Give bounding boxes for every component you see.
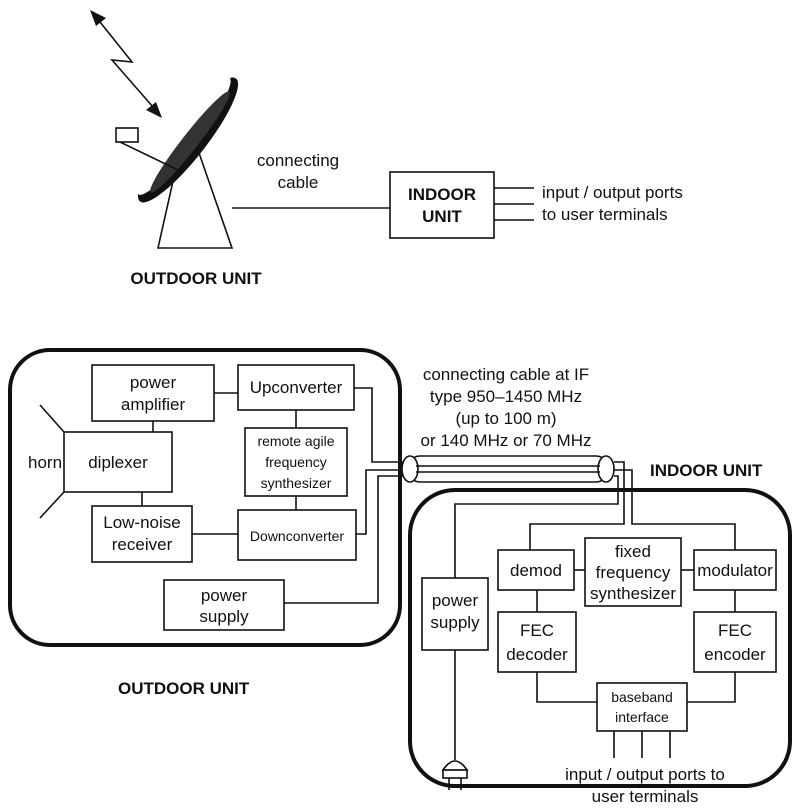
demod-label: demod: [510, 561, 562, 580]
downconverter-label: Downconverter: [250, 528, 344, 544]
cable-label-4: or 140 MHz or 70 MHz: [421, 431, 592, 450]
fec-encoder-label-2: encoder: [704, 645, 766, 664]
indoor-power-label-1: power: [432, 591, 479, 610]
horn-icon: [39, 404, 65, 519]
lna-label-2: receiver: [112, 535, 173, 554]
top-ports-label-2: to user terminals: [542, 205, 668, 224]
low-noise-receiver-box: [91, 505, 193, 563]
baseband-label-2: interface: [615, 709, 669, 725]
remote-synth-label-3: synthesizer: [261, 475, 332, 491]
upconverter-box: [237, 364, 355, 411]
top-indoor-label-1: INDOOR: [408, 185, 476, 204]
fec-encoder-label-1: FEC: [718, 621, 752, 640]
indoor-ports-label-2: user terminals: [592, 787, 699, 806]
outdoor-unit-top-label: OUTDOOR UNIT: [130, 269, 262, 288]
top-ports-label-1: input / output ports: [542, 183, 683, 202]
outdoor-power-supply-box: [163, 579, 285, 631]
diplexer-label: diplexer: [88, 453, 148, 472]
if-cable: [401, 455, 615, 483]
outdoor-power-label-2: supply: [199, 607, 249, 626]
demod-box: [497, 549, 575, 591]
power-amplifier-label-2: amplifier: [121, 395, 186, 414]
power-amplifier-label-1: power: [130, 373, 177, 392]
outdoor-unit-title: OUTDOOR UNIT: [118, 679, 250, 698]
outdoor-unit-frame: [8, 348, 402, 647]
indoor-power-label-2: supply: [430, 613, 480, 632]
diplexer-box: [63, 431, 173, 493]
top-cable-label-2: cable: [278, 173, 319, 192]
cable-label-1: connecting cable at IF: [423, 365, 589, 384]
fixed-synth-label-1: fixed: [615, 542, 651, 561]
lna-label-1: Low-noise: [103, 513, 181, 532]
top-indoor-unit-box: [389, 171, 495, 239]
modulator-label: modulator: [697, 561, 773, 580]
modulator-box: [693, 549, 777, 591]
indoor-power-supply-box: [421, 577, 489, 651]
indoor-ports-label-1: input / output ports to: [565, 765, 725, 784]
remote-synth-label-2: frequency: [265, 454, 326, 470]
top-indoor-label-2: UNIT: [422, 207, 462, 226]
top-cable-label-1: connecting: [257, 151, 339, 170]
indoor-unit-title: INDOOR UNIT: [650, 461, 763, 480]
fec-decoder-label-1: FEC: [520, 621, 554, 640]
signal-arrow-icon: [90, 10, 162, 118]
cable-label-3: (up to 100 m): [455, 409, 556, 428]
downconverter-box: [237, 509, 357, 561]
fixed-synth-label-3: synthesizer: [590, 584, 676, 603]
horn-label: horn: [28, 453, 62, 472]
fixed-synth-label-2: frequency: [596, 563, 671, 582]
indoor-unit-frame: [408, 488, 792, 788]
cable-label-2: type 950–1450 MHz: [430, 387, 582, 406]
mains-plug-icon: [441, 760, 469, 790]
baseband-label-1: baseband: [611, 689, 673, 705]
fec-decoder-label-2: decoder: [506, 645, 568, 664]
fixed-synthesizer-box: [584, 537, 682, 607]
upconverter-label: Upconverter: [250, 378, 343, 397]
dish-antenna-icon: [115, 77, 239, 249]
outdoor-power-label-1: power: [201, 586, 248, 605]
remote-synth-label-1: remote agile: [257, 433, 334, 449]
